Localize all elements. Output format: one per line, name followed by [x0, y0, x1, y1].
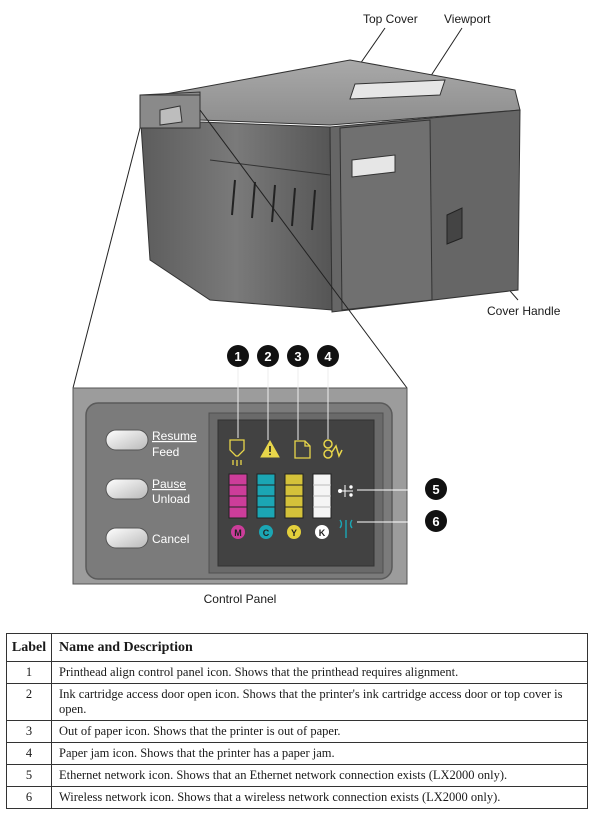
control-panel-caption: Control Panel	[203, 592, 277, 606]
row-label: 1	[6, 661, 52, 684]
resume-feed-button[interactable]: Resume Feed	[105, 429, 197, 459]
header-label: Label	[6, 633, 52, 662]
header-description: Name and Description	[51, 633, 588, 662]
row-description: Paper jam icon. Shows that the printer h…	[51, 742, 588, 765]
access-door-open-icon	[260, 439, 280, 458]
svg-text:K: K	[319, 528, 326, 538]
row-label: 3	[6, 720, 52, 743]
ink-badge-y: Y	[287, 525, 301, 539]
svg-text:6: 6	[432, 514, 439, 529]
row-label: 2	[6, 683, 52, 721]
ink-level-magenta	[228, 473, 248, 519]
number-badge-6: 6	[425, 510, 447, 532]
row-description: Ink cartridge access door open icon. Sho…	[51, 683, 588, 721]
table-row: 2 Ink cartridge access door open icon. S…	[6, 683, 588, 721]
svg-text:1: 1	[234, 349, 241, 364]
svg-text:Unload: Unload	[152, 492, 190, 506]
svg-text:C: C	[263, 528, 270, 538]
ink-level-black	[312, 473, 332, 519]
table-row: 6 Wireless network icon. Shows that a wi…	[6, 786, 588, 809]
top-cover-callout: Top Cover	[363, 12, 418, 26]
ink-badge-c: C	[259, 525, 273, 539]
paper-jam-icon	[323, 439, 343, 459]
ink-badge-m: M	[231, 525, 245, 539]
row-description: Ethernet network icon. Shows that an Eth…	[51, 764, 588, 787]
table-row: 1 Printhead align control panel icon. Sh…	[6, 661, 588, 684]
ink-level-cyan	[256, 473, 276, 519]
icon-legend-table: Label Name and Description 1 Printhead a…	[6, 633, 588, 809]
row-label: 5	[6, 764, 52, 787]
cover-handle-callout: Cover Handle	[487, 304, 561, 318]
printer-diagram: Resume Feed Pause Unload Cancel	[72, 27, 521, 585]
printhead-align-icon	[229, 439, 245, 466]
svg-text:Feed: Feed	[152, 445, 179, 459]
row-description: Wireless network icon. Shows that a wire…	[51, 786, 588, 809]
svg-text:M: M	[234, 528, 242, 538]
number-badge-1: 1	[227, 345, 249, 367]
number-badge-3: 3	[287, 345, 309, 367]
wireless-network-icon	[339, 519, 353, 538]
cancel-button[interactable]: Cancel	[105, 527, 189, 549]
viewport-callout: Viewport	[444, 12, 491, 26]
svg-text:2: 2	[264, 349, 271, 364]
svg-text:Cancel: Cancel	[152, 532, 189, 546]
svg-text:5: 5	[432, 482, 439, 497]
svg-text:4: 4	[324, 349, 332, 364]
ink-level-yellow	[284, 473, 304, 519]
row-label: 4	[6, 742, 52, 765]
table-row: 4 Paper jam icon. Shows that the printer…	[6, 742, 588, 765]
out-of-paper-icon	[294, 440, 311, 459]
number-badge-5: 5	[425, 478, 447, 500]
number-badge-4: 4	[317, 345, 339, 367]
table-header-row: Label Name and Description	[6, 633, 588, 662]
ethernet-network-icon	[338, 485, 353, 497]
number-badge-2: 2	[257, 345, 279, 367]
svg-text:Resume: Resume	[152, 429, 197, 443]
svg-text:Pause: Pause	[152, 477, 186, 491]
printer-body	[139, 59, 521, 313]
control-panel: Resume Feed Pause Unload Cancel	[72, 387, 424, 585]
pause-unload-button[interactable]: Pause Unload	[105, 477, 190, 506]
svg-text:3: 3	[294, 349, 301, 364]
row-label: 6	[6, 786, 52, 809]
ink-badge-k: K	[315, 525, 329, 539]
table-row: 5 Ethernet network icon. Shows that an E…	[6, 764, 588, 787]
row-description: Out of paper icon. Shows that the printe…	[51, 720, 588, 743]
svg-text:Y: Y	[291, 528, 297, 538]
table-row: 3 Out of paper icon. Shows that the prin…	[6, 720, 588, 743]
row-description: Printhead align control panel icon. Show…	[51, 661, 588, 684]
